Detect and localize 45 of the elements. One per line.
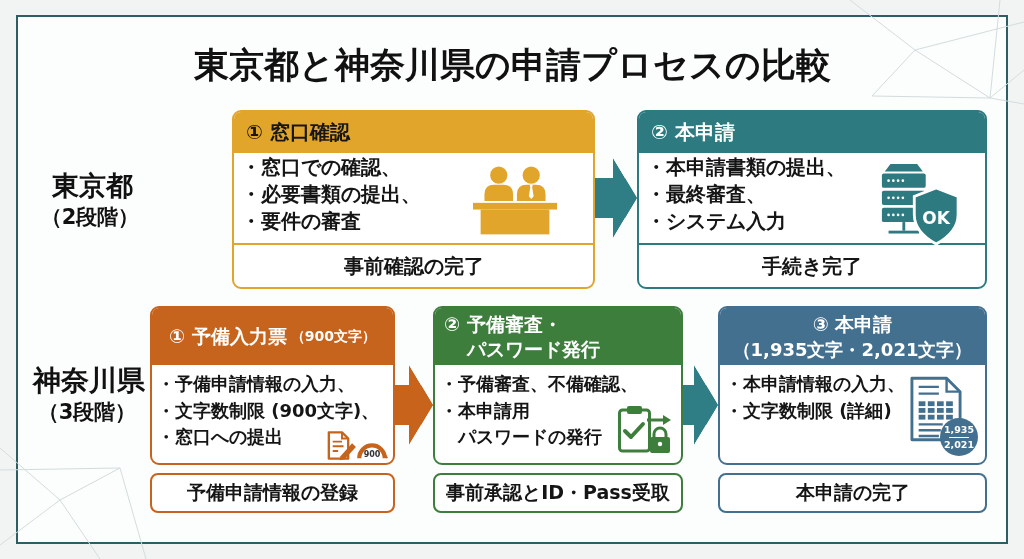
- result-box: [718, 473, 987, 513]
- step-title: ② 予備審査・パスワード発行: [444, 311, 600, 362]
- result-text: 予備申請情報の登録: [187, 480, 358, 505]
- step-card: [718, 306, 987, 465]
- step-title: ① 窓口確認: [246, 119, 350, 146]
- result-text: 事前承認とID・Pass受取: [446, 480, 670, 505]
- count-value: 2,021: [943, 439, 975, 451]
- row-label: 東京都: [51, 171, 133, 201]
- step-subtitle: （1,935文字・2,021文字）: [732, 337, 973, 362]
- shield-text: OK: [922, 208, 950, 228]
- step-card: [150, 306, 395, 465]
- stage-count: （3段階）: [37, 401, 137, 425]
- gauge-value: 900: [363, 450, 381, 460]
- step-card: [433, 306, 683, 465]
- list-item: ・要件の審査: [241, 208, 361, 235]
- list-item: ・本申請書類の提出、: [646, 154, 846, 181]
- list-item: ・窓口での確認、: [241, 154, 401, 181]
- step-title: ② 本申請: [651, 119, 735, 146]
- list-item: ・システム入力: [646, 208, 786, 235]
- list-item: ・最終審査、: [646, 181, 766, 208]
- step-title: ① 予備入力票: [169, 323, 287, 349]
- block-arrow: [595, 158, 637, 238]
- list-item: ・窓口への提出: [157, 425, 283, 449]
- result-text: 本申請の完了: [795, 480, 910, 505]
- step-title: ③ 本申請: [812, 311, 893, 337]
- diagram-title: 東京都と神奈川県の申請プロセスの比較: [193, 44, 831, 86]
- block-arrow: [683, 365, 718, 445]
- step-card: [232, 110, 595, 289]
- step-card: [637, 110, 987, 289]
- result-text: 事前確認の完了: [343, 252, 484, 280]
- block-arrow: [395, 365, 433, 445]
- result-text: 手続き完了: [762, 252, 862, 280]
- list-item: ・文字数制限 (詳細): [725, 398, 892, 423]
- list-item: ・予備申請情報の入力、: [157, 372, 355, 396]
- list-item: ・必要書類の提出、: [241, 181, 421, 208]
- list-item: ・本申請用パスワードの発行: [440, 398, 602, 449]
- result-box: [150, 473, 395, 513]
- step-subtitle: （900文字）: [290, 327, 376, 346]
- count-value: 1,935: [943, 424, 975, 436]
- list-item: ・文字数制限 (900文字)、: [157, 398, 380, 423]
- list-item: ・本申請情報の入力、: [725, 372, 905, 396]
- stage-count: （2段階）: [40, 206, 140, 230]
- list-item: ・予備審査、不備確認、: [440, 372, 638, 396]
- result-box: [433, 473, 683, 513]
- row-label: 神奈川県: [33, 365, 145, 397]
